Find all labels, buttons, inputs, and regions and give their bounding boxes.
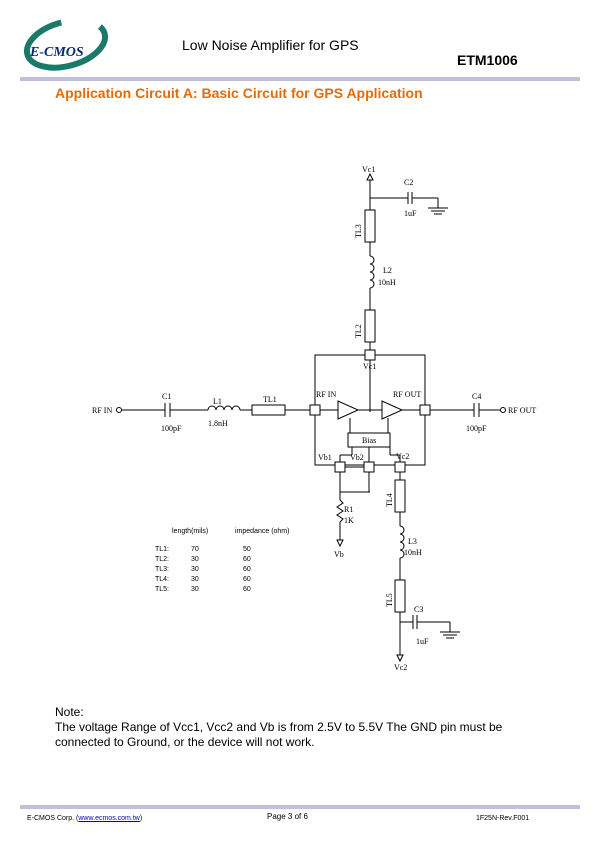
document-title: Low Noise Amplifier for GPS [182, 37, 359, 53]
note-text: The voltage Range of Vcc1, Vcc2 and Vb i… [55, 720, 503, 749]
label-tl1: TL1 [263, 395, 277, 404]
label-rf-out: RF OUT [508, 406, 536, 415]
footer-website-link[interactable]: www.ecmos.com.tw [78, 815, 140, 822]
label-c2: C2 [404, 178, 413, 187]
tl-table-length: 70 [191, 546, 199, 553]
label-vb2-pin: Vb2 [350, 453, 364, 462]
footer-paren-close: ) [139, 815, 143, 822]
label-rf-out-pin: RF OUT [393, 390, 421, 399]
tl-table-name: TL5: [155, 586, 169, 593]
tl-table-header-length: length(mils) [172, 528, 208, 535]
label-vc1-pin: Vc1 [363, 362, 376, 371]
tl-table-name: TL3: [155, 566, 169, 573]
label-vc1-top: Vc1 [362, 165, 375, 174]
tl-table-name: TL4: [155, 576, 169, 583]
label-r1-value: 1K [344, 516, 354, 525]
section-title: Application Circuit A: Basic Circuit for… [55, 85, 423, 101]
label-r1: R1 [344, 505, 353, 514]
tl-table-name: TL2: [155, 556, 169, 563]
tl-table-impedance: 60 [243, 566, 251, 573]
label-l2: L2 [383, 266, 392, 275]
part-number: ETM1006 [457, 52, 518, 68]
page-number: Page 3 of 6 [267, 812, 308, 821]
label-tl4: TL4 [385, 493, 394, 507]
note-title: Note: [55, 705, 84, 719]
circuit-schematic: Vc1 C2 1uF TL3 L2 10nH TL2 Vc1 RF IN RF … [92, 165, 536, 672]
label-vb: Vb [334, 550, 344, 559]
ecmos-logo: E-CMOS [23, 18, 109, 71]
label-c1-value: 100pF [161, 424, 182, 433]
label-c4-value: 100pF [466, 424, 487, 433]
footer-company-name: E-CMOS Corp. [27, 815, 75, 822]
label-l2-value: 10nH [378, 278, 396, 287]
label-tl3: TL3 [354, 224, 363, 238]
tl-table-length: 30 [191, 566, 199, 573]
header-rule [20, 77, 580, 81]
label-l3: L3 [408, 537, 417, 546]
tl-table-length: 30 [191, 556, 199, 563]
tl-table-header-impedance: impedance (ohm) [235, 528, 289, 535]
tl-table-impedance: 60 [243, 556, 251, 563]
label-vc2-bottom: Vc2 [394, 663, 407, 672]
tl-table-impedance: 60 [243, 586, 251, 593]
label-c4: C4 [472, 392, 481, 401]
tl-table-impedance: 60 [243, 576, 251, 583]
footer-company: E-CMOS Corp. (www.ecmos.com.tw) [27, 815, 142, 822]
tl-table-name: TL1: [155, 546, 169, 553]
label-tl5: TL5 [385, 593, 394, 607]
label-l3-value: 10nH [404, 548, 422, 557]
revision-code: 1F25N-Rev.F001 [476, 815, 530, 822]
footer-rule [20, 805, 580, 809]
label-c3: C3 [414, 605, 423, 614]
label-rf-in-pin: RF IN [316, 390, 336, 399]
label-c1: C1 [162, 392, 171, 401]
label-rf-in: RF IN [92, 406, 112, 415]
label-vc2-pin: Vc2 [396, 452, 409, 461]
label-bias: Bias [362, 436, 376, 445]
svg-text:E-CMOS: E-CMOS [29, 45, 84, 60]
tl-table-length: 30 [191, 586, 199, 593]
label-l1: L1 [213, 397, 222, 406]
footer-paren-open: ( [76, 815, 79, 822]
tl-table-length: 30 [191, 576, 199, 583]
label-c2-value: 1uF [404, 209, 417, 218]
tl-table: length(mils) impedance (ohm) TL1: 70 50 … [155, 528, 289, 593]
tl-table-impedance: 50 [243, 546, 251, 553]
label-c3-value: 1uF [416, 637, 429, 646]
label-tl2: TL2 [354, 324, 363, 338]
label-vb1-pin: Vb1 [318, 453, 332, 462]
label-l1-value: 1.8nH [208, 419, 228, 428]
